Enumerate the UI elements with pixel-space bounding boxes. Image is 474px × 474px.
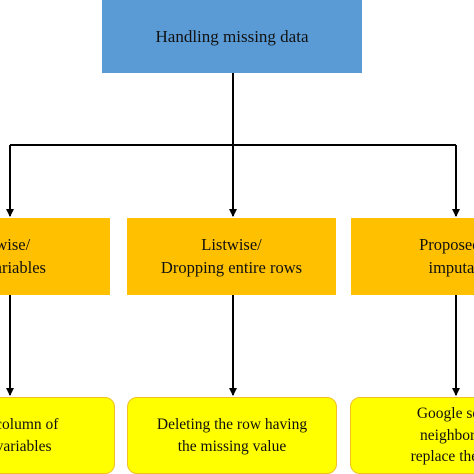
description-node-listwise: Deleting the row having the missing valu… xyxy=(127,397,337,474)
description-node-line-2: neighboring xyxy=(420,426,474,444)
method-node-proposed: Proposed h imputati xyxy=(351,218,474,295)
description-node-line-1: Deleting the row having xyxy=(156,415,308,433)
method-node-line-2: Dropping entire rows xyxy=(160,257,303,277)
method-node-line-2: imputati xyxy=(428,257,474,277)
description-node-line-2: tant variables xyxy=(0,437,52,455)
method-node-listwise: Listwise/ Dropping entire rows xyxy=(127,218,336,295)
method-node-line-2: g variables xyxy=(0,257,46,277)
description-node-line-3: replace the mis xyxy=(410,448,474,466)
method-node-pairwise: rwise/ g variables xyxy=(0,218,110,295)
method-node-line-1: rwise/ xyxy=(0,235,31,255)
description-node-pairwise: e the column of tant variables xyxy=(0,397,115,474)
method-node-line-1: Proposed h xyxy=(419,235,474,255)
description-node-line-1: e the column of xyxy=(0,415,59,433)
description-node-proposed: Google searc neighboring replace the mis xyxy=(350,397,474,474)
description-node-line-1: Google searc xyxy=(416,404,474,422)
method-node-line-1: Listwise/ xyxy=(201,235,262,255)
root-node: Handling missing data xyxy=(102,0,362,73)
root-node-label: Handling missing data xyxy=(155,26,309,46)
description-node-line-2: the missing value xyxy=(177,437,287,455)
